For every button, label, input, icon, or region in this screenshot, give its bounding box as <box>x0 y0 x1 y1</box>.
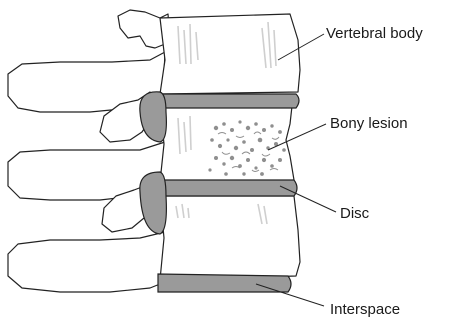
vertebral-bodies <box>160 14 300 280</box>
label-vertebral-body: Vertebral body <box>326 25 423 42</box>
vertebral-body-1 <box>160 14 300 94</box>
disc-1 <box>156 94 299 108</box>
transverse-process-3 <box>8 232 165 292</box>
disc-2 <box>156 180 297 196</box>
label-bony-lesion: Bony lesion <box>330 115 408 132</box>
label-interspace: Interspace <box>330 301 400 318</box>
posterior-elements <box>8 10 170 292</box>
label-disc: Disc <box>340 205 370 222</box>
labels: Vertebral body Bony lesion Disc Interspa… <box>326 25 423 318</box>
disc-1-left-cap <box>140 92 167 142</box>
disc-2-left-cap <box>140 172 167 234</box>
vertebral-body-3 <box>160 196 300 280</box>
